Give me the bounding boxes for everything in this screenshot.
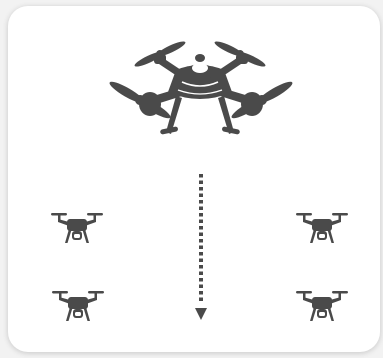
drone-formation-illustration [8,6,380,352]
dotted-down-arrow-icon [195,174,207,320]
small-drone-icon [52,291,104,321]
large-quadcopter-drone-icon [107,39,295,135]
small-drone-icon [296,213,348,243]
illustration-card [8,6,380,352]
small-drone-icon [51,213,103,243]
small-drone-icon [296,291,348,321]
